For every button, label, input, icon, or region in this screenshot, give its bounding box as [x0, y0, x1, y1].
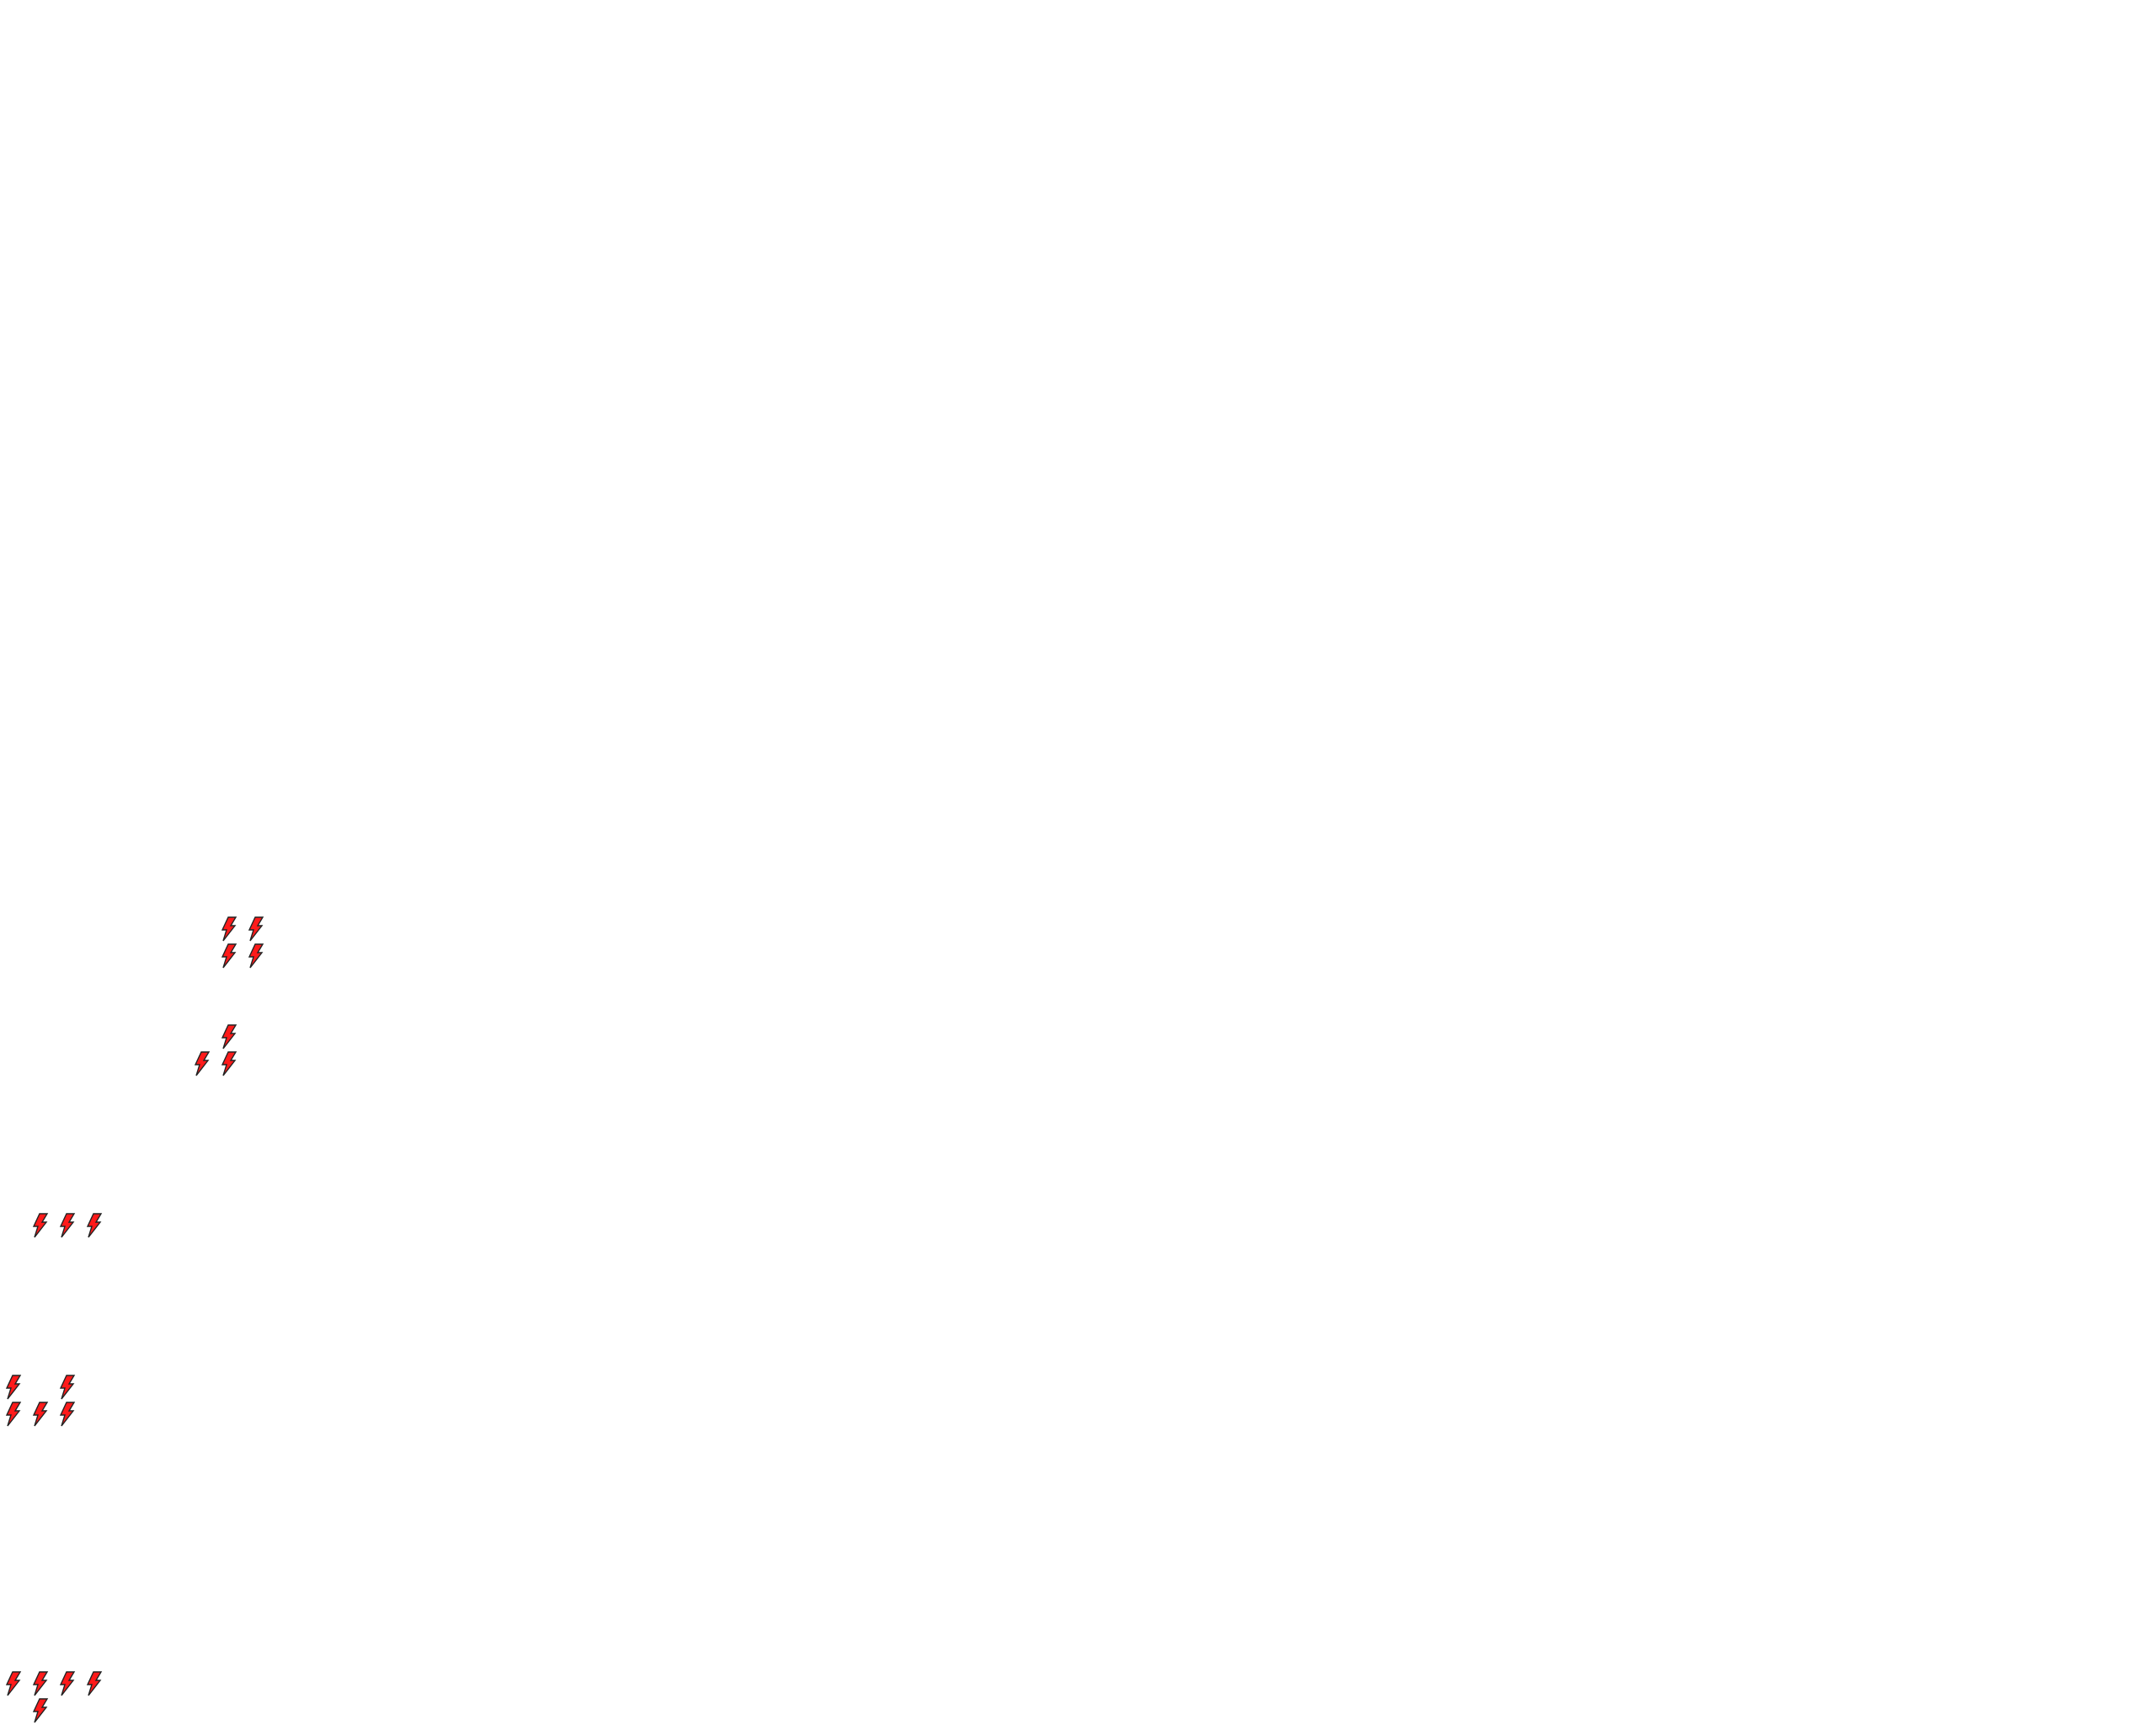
lightning-bolt-icon[interactable] — [86, 1213, 103, 1238]
lightning-bolt-icon[interactable] — [59, 1671, 76, 1696]
lightning-bolt-icon[interactable] — [5, 1375, 22, 1400]
lightning-bolt-icon[interactable] — [32, 1698, 49, 1723]
lightning-bolt-icon[interactable] — [5, 1671, 22, 1696]
lightning-bolt-icon[interactable] — [59, 1402, 76, 1427]
lightning-bolt-icon[interactable] — [221, 1051, 237, 1076]
lightning-bolt-icon[interactable] — [32, 1402, 49, 1427]
lightning-bolt-icon[interactable] — [59, 1213, 76, 1238]
lightning-bolt-icon[interactable] — [221, 943, 237, 969]
lightning-bolt-icon[interactable] — [59, 1375, 76, 1400]
lightning-bolt-icon[interactable] — [221, 1024, 237, 1049]
lightning-bolt-icon[interactable] — [248, 916, 264, 942]
lightning-bolt-icon[interactable] — [86, 1671, 103, 1696]
lightning-bolt-icon[interactable] — [248, 943, 264, 969]
lightning-bolt-icon[interactable] — [221, 916, 237, 942]
lightning-bolt-icon[interactable] — [32, 1671, 49, 1696]
lightning-bolt-icon[interactable] — [194, 1051, 211, 1076]
lightning-bolt-icon[interactable] — [5, 1402, 22, 1427]
lightning-bolt-icon[interactable] — [32, 1213, 49, 1238]
